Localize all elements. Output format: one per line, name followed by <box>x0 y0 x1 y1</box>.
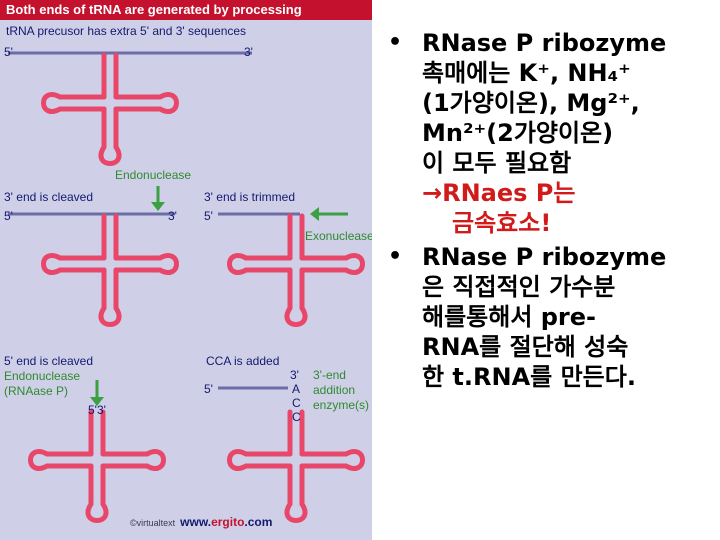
trna-strand <box>230 452 247 469</box>
figure-header-text: Both ends of tRNA are generated by proce… <box>6 2 302 17</box>
bullet-1-line: RNase P ribozyme <box>422 28 720 58</box>
bullet-item-1: • RNase P ribozyme 촉매에는 K⁺, NH₄⁺ (1가양이온)… <box>388 28 720 238</box>
trna-strand <box>101 308 119 325</box>
trna-diagram <box>0 0 372 540</box>
cleaved3-trna <box>44 216 177 325</box>
bullet-1-red-line: 금속효소! <box>422 208 720 238</box>
endonuclease-label: Endonuclease <box>115 168 191 182</box>
rnase-p-line1: Endonuclease <box>4 369 80 383</box>
credit-virtualtext: ©virtualtext <box>130 518 175 528</box>
three-end-trimmed-label: 3' end is trimmed <box>204 190 295 204</box>
trna-strand <box>101 147 119 164</box>
rnase-p-line2: (RNAase P) <box>4 384 68 398</box>
trna-strand <box>230 256 247 273</box>
bullet-2-line: 한 t.RNA를 만든다. <box>422 362 720 392</box>
bullet-1-line: (1가양이온), Mg²⁺, <box>422 88 720 118</box>
trna-strand <box>147 452 164 469</box>
cca-enzyme-line3: enzyme(s) <box>313 398 369 412</box>
cca-enzyme-line1: 3'-end <box>313 368 346 382</box>
bullet-1-line: 촉매에는 K⁺, NH₄⁺ <box>422 58 720 88</box>
figure-header: Both ends of tRNA are generated by proce… <box>0 0 372 20</box>
trna-strand <box>31 452 48 469</box>
exonuclease-label: Exonuclease <box>305 229 372 243</box>
cca-letter-c2: C <box>292 410 301 424</box>
bullet-1-red-line: →RNaes P는 <box>422 178 720 208</box>
trna-strand <box>160 256 177 273</box>
cca-5-end: 5' <box>204 382 213 396</box>
bullet-2-line: 해를통해서 pre- <box>422 302 720 332</box>
trimmed-5-end: 5' <box>204 209 213 223</box>
cca-letter-c1: C <box>292 396 301 410</box>
trna-strand <box>160 95 177 112</box>
trna-strand <box>346 256 363 273</box>
cca-trna <box>230 412 363 521</box>
credit-www: www. <box>180 515 211 529</box>
bullet-2-line: RNase P ribozyme <box>422 242 720 272</box>
figure-credit: ©virtualtext www.ergito.com <box>130 515 272 529</box>
trna-strand <box>44 256 61 273</box>
precursor-label: tRNA precusor has extra 5' and 3' sequen… <box>6 24 246 38</box>
endonuclease-arrow-icon-head <box>151 202 165 211</box>
bullet-1-line: Mn²⁺(2가양이온) <box>422 118 720 148</box>
cca-letter-3: 3' <box>290 368 299 382</box>
trna-processing-figure: Both ends of tRNA are generated by proce… <box>0 0 372 540</box>
exonuclease-arrow-icon-head <box>310 207 319 221</box>
five-end-cleaved-label: 5' end is cleaved <box>4 354 93 368</box>
cca-added-label: CCA is added <box>206 354 279 368</box>
three-end-cleaved-label: 3' end is cleaved <box>4 190 93 204</box>
trna-strand <box>346 452 363 469</box>
cca-enzyme-line2: addition <box>313 383 355 397</box>
bullet-list: • RNase P ribozyme 촉매에는 K⁺, NH₄⁺ (1가양이온)… <box>388 28 720 392</box>
bullet-dot-icon: • <box>388 242 402 272</box>
bullet-2-line: RNA를 절단해 성숙 <box>422 332 720 362</box>
bullet-dot-icon: • <box>388 28 402 58</box>
cleaved-5-end: 5' <box>4 209 13 223</box>
credit-com: .com <box>244 515 272 529</box>
trna-strand <box>44 95 61 112</box>
precursor-3-end: 3' <box>244 45 253 59</box>
bullet-2-line: 은 직접적인 가수분 <box>422 272 720 302</box>
cca-letter-a: A <box>292 382 300 396</box>
trna-strand <box>88 504 106 521</box>
mature-trna <box>31 412 164 521</box>
cleaved-3-end: 3' <box>168 209 177 223</box>
bullet-1-line: 이 모두 필요함 <box>422 148 720 178</box>
credit-ergito: ergito <box>211 515 244 529</box>
trna-strand <box>287 308 305 325</box>
precursor-trna <box>44 55 177 164</box>
trna-strand <box>287 504 305 521</box>
mature-5-3-end: 5'3' <box>88 403 106 417</box>
precursor-5-end: 5' <box>4 45 13 59</box>
bullet-item-2: • RNase P ribozyme 은 직접적인 가수분 해를통해서 pre-… <box>388 242 720 392</box>
